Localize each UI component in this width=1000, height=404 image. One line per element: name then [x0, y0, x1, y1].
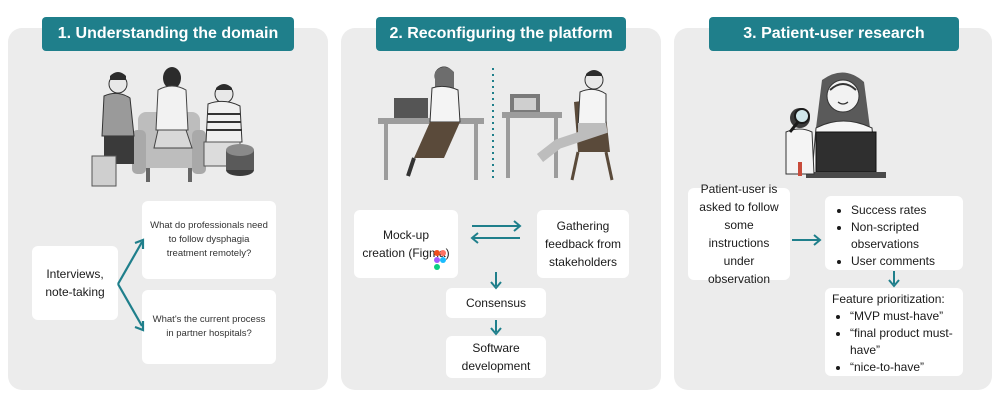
metric-item: Success rates	[851, 202, 955, 219]
observation-label: Patient-user is asked to follow some ins…	[699, 182, 779, 286]
question-box-hospitals: What's the current process in partner ho…	[142, 290, 276, 364]
branch-arrows	[117, 238, 145, 332]
observation-box: Patient-user is asked to follow some ins…	[688, 182, 790, 286]
metrics-box: Success rates Non-scripted observations …	[825, 196, 963, 270]
prioritization-title: Feature prioritization:	[832, 292, 945, 306]
metric-item: User comments	[851, 253, 955, 270]
metric-item: Non-scripted observations	[851, 219, 955, 253]
prioritization-list: “MVP must-have” “final product must-have…	[832, 308, 956, 376]
figma-icon	[434, 250, 446, 270]
consensus-label: Consensus	[465, 296, 527, 310]
priority-item: “MVP must-have”	[850, 308, 956, 325]
metrics-list: Success rates Non-scripted observations …	[833, 202, 955, 270]
feedback-label: Gathering feedback from stakeholders	[544, 219, 622, 269]
priority-item: “final product must-have”	[850, 325, 956, 359]
mockup-box: Mock-up creation (Figma)	[354, 210, 458, 278]
user-research-illustration	[785, 72, 886, 178]
consensus-box: Consensus	[446, 288, 546, 318]
software-box: Software development	[446, 336, 546, 378]
section-panel-reconfiguring	[341, 28, 661, 390]
interviews-box: Interviews, note-taking	[32, 246, 118, 320]
section-title-reconfiguring: 2. Reconfiguring the platform	[376, 17, 626, 51]
question-professionals: What do professionals need to follow dys…	[150, 220, 268, 259]
interview-illustration	[91, 67, 254, 187]
flow-arrows	[470, 220, 522, 336]
question-box-professionals: What do professionals need to follow dys…	[142, 201, 276, 279]
prioritization-box: Feature prioritization: “MVP must-have” …	[825, 288, 963, 376]
prioritization-arrow	[888, 271, 900, 288]
section-title-understanding: 1. Understanding the domain	[42, 17, 294, 51]
feedback-box: Gathering feedback from stakeholders	[537, 210, 629, 278]
question-hospitals: What's the current process in partner ho…	[152, 314, 266, 339]
priority-item: “nice-to-have”	[850, 359, 956, 376]
section-title-research: 3. Patient-user research	[709, 17, 959, 51]
remote-meeting-illustration	[378, 66, 614, 181]
interviews-label: Interviews, note-taking	[45, 267, 105, 299]
observation-arrow	[792, 234, 822, 246]
mockup-label: Mock-up creation (Figma)	[362, 228, 450, 260]
software-label: Software development	[461, 341, 531, 373]
